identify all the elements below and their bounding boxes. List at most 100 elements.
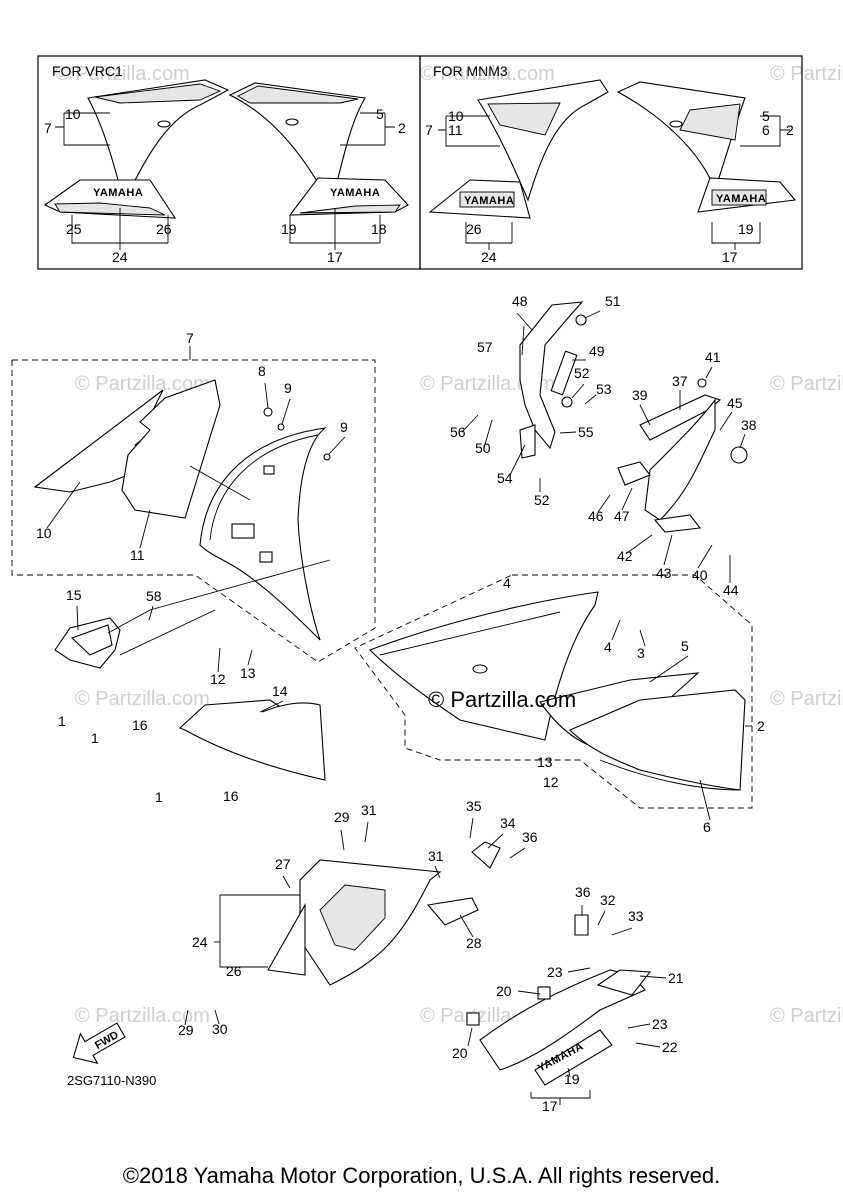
box-title: FOR MNM3 (433, 63, 508, 79)
callout-label: 6 (703, 819, 711, 835)
callout-label: 23 (547, 964, 563, 980)
callout-label: 14 (272, 683, 288, 699)
callout-label: 29 (334, 809, 350, 825)
callout-label: 45 (727, 395, 743, 411)
watermark-text: © Partzilla.com (770, 63, 843, 85)
callout-label: 28 (466, 935, 482, 951)
callout-label: 1 (91, 730, 99, 746)
decal-brand-text: YAMAHA (330, 187, 380, 199)
callout-label: 22 (662, 1039, 678, 1055)
callout-label: 26 (156, 221, 172, 237)
callout-label: 19 (738, 221, 754, 237)
callout-label: 9 (340, 419, 348, 435)
box-title: FOR VRC1 (52, 63, 123, 79)
callout-label: 32 (600, 892, 616, 908)
callout-label: 36 (575, 884, 591, 900)
callout-label: 20 (496, 983, 512, 999)
callout-label: 7 (425, 122, 433, 138)
callout-label: 56 (450, 424, 466, 440)
callout-label: 54 (497, 470, 513, 486)
callout-label: 4 (503, 575, 511, 591)
callout-label: 18 (371, 221, 387, 237)
callout-label: 58 (146, 588, 162, 604)
callout-label: 2 (398, 120, 406, 136)
callout-label: 17 (327, 249, 343, 265)
callout-label: 37 (672, 373, 688, 389)
left-fairing-assembly (11, 346, 376, 663)
watermark-text: © Partzilla.com (420, 63, 555, 85)
callout-label: 6 (762, 122, 770, 138)
fwd-label: FWD (93, 1029, 121, 1052)
callout-label: 47 (614, 508, 630, 524)
variant-box-vrc1: FOR VRC1 YAMAHA YAMAHA 10 7 5 2 25 26 24… (37, 55, 421, 270)
callout-label: 2 (757, 718, 765, 734)
callout-label: 35 (466, 798, 482, 814)
callout-label: 7 (186, 330, 194, 346)
callout-label: 4 (604, 639, 612, 655)
callout-label: 10 (36, 525, 52, 541)
copyright-notice: ©2018 Yamaha Motor Corporation, U.S.A. A… (122, 1163, 721, 1188)
callout-label: 48 (512, 293, 528, 309)
callout-label: 17 (722, 249, 738, 265)
callout-label: 10 (65, 106, 81, 122)
callout-label: 24 (112, 249, 128, 265)
callout-label: 33 (628, 908, 644, 924)
diagram-id: 2SG7110-N390 (67, 1073, 157, 1088)
callout-label: 53 (596, 381, 612, 397)
callout-label: 10 (448, 108, 464, 124)
leader-lines (46, 310, 752, 1105)
callout-label: 17 (542, 1098, 558, 1114)
callout-label: 11 (448, 122, 463, 138)
callout-label: 21 (668, 970, 684, 986)
callout-label: 24 (192, 934, 208, 950)
callout-label: 19 (564, 1071, 580, 1087)
callout-label: 36 (522, 829, 538, 845)
watermark-text: © Partzilla.com (770, 688, 843, 710)
center-watermark: © Partzilla.com (428, 687, 576, 712)
callout-label: 57 (477, 339, 493, 355)
callout-label: 8 (258, 363, 266, 379)
callout-label: 29 (178, 1022, 194, 1038)
callout-label: 55 (578, 424, 594, 440)
callout-label: 26 (466, 221, 482, 237)
callout-label: 43 (656, 565, 672, 581)
callout-label: 16 (132, 717, 148, 733)
callout-label: 49 (589, 343, 605, 359)
callout-label: 27 (275, 856, 291, 872)
callout-label: 12 (210, 671, 226, 687)
callout-label: 51 (605, 293, 621, 309)
watermark-text: © Partzilla.com (770, 1005, 843, 1027)
callout-label: 30 (212, 1021, 228, 1037)
callout-label: 38 (741, 417, 757, 433)
callout-label: 5 (681, 638, 689, 654)
callout-label: 13 (240, 665, 256, 681)
callout-label: 12 (543, 774, 559, 790)
callout-label: 31 (361, 802, 377, 818)
callout-label: 52 (534, 492, 550, 508)
callout-label: 40 (692, 567, 708, 583)
callout-label: 13 (537, 754, 553, 770)
callout-label: 31 (428, 848, 444, 864)
watermark-text: © Partzilla.com (75, 688, 210, 710)
callout-label: 24 (481, 249, 497, 265)
callout-label: 7 (44, 120, 52, 136)
callout-label: 46 (588, 508, 604, 524)
watermark-text: © Partzilla.com (770, 373, 843, 395)
callout-label: 11 (130, 547, 145, 563)
callout-label: 23 (652, 1016, 668, 1032)
callout-label: 34 (500, 815, 516, 831)
callout-label: 5 (376, 106, 384, 122)
callout-label: 5 (762, 108, 770, 124)
decal-brand-text: YAMAHA (464, 195, 514, 207)
watermark-text: © Partzilla.com (55, 63, 190, 85)
callout-label: 41 (705, 349, 721, 365)
callout-label: 15 (66, 587, 82, 603)
callout-label: 16 (223, 788, 239, 804)
decal-brand-text: YAMAHA (93, 187, 143, 199)
inner-brackets (519, 301, 748, 533)
callout-label: 1 (58, 713, 66, 729)
callout-label: 3 (637, 645, 645, 661)
right-fairing-assembly: © Partzilla.com (354, 574, 753, 809)
callout-label: 39 (632, 387, 648, 403)
